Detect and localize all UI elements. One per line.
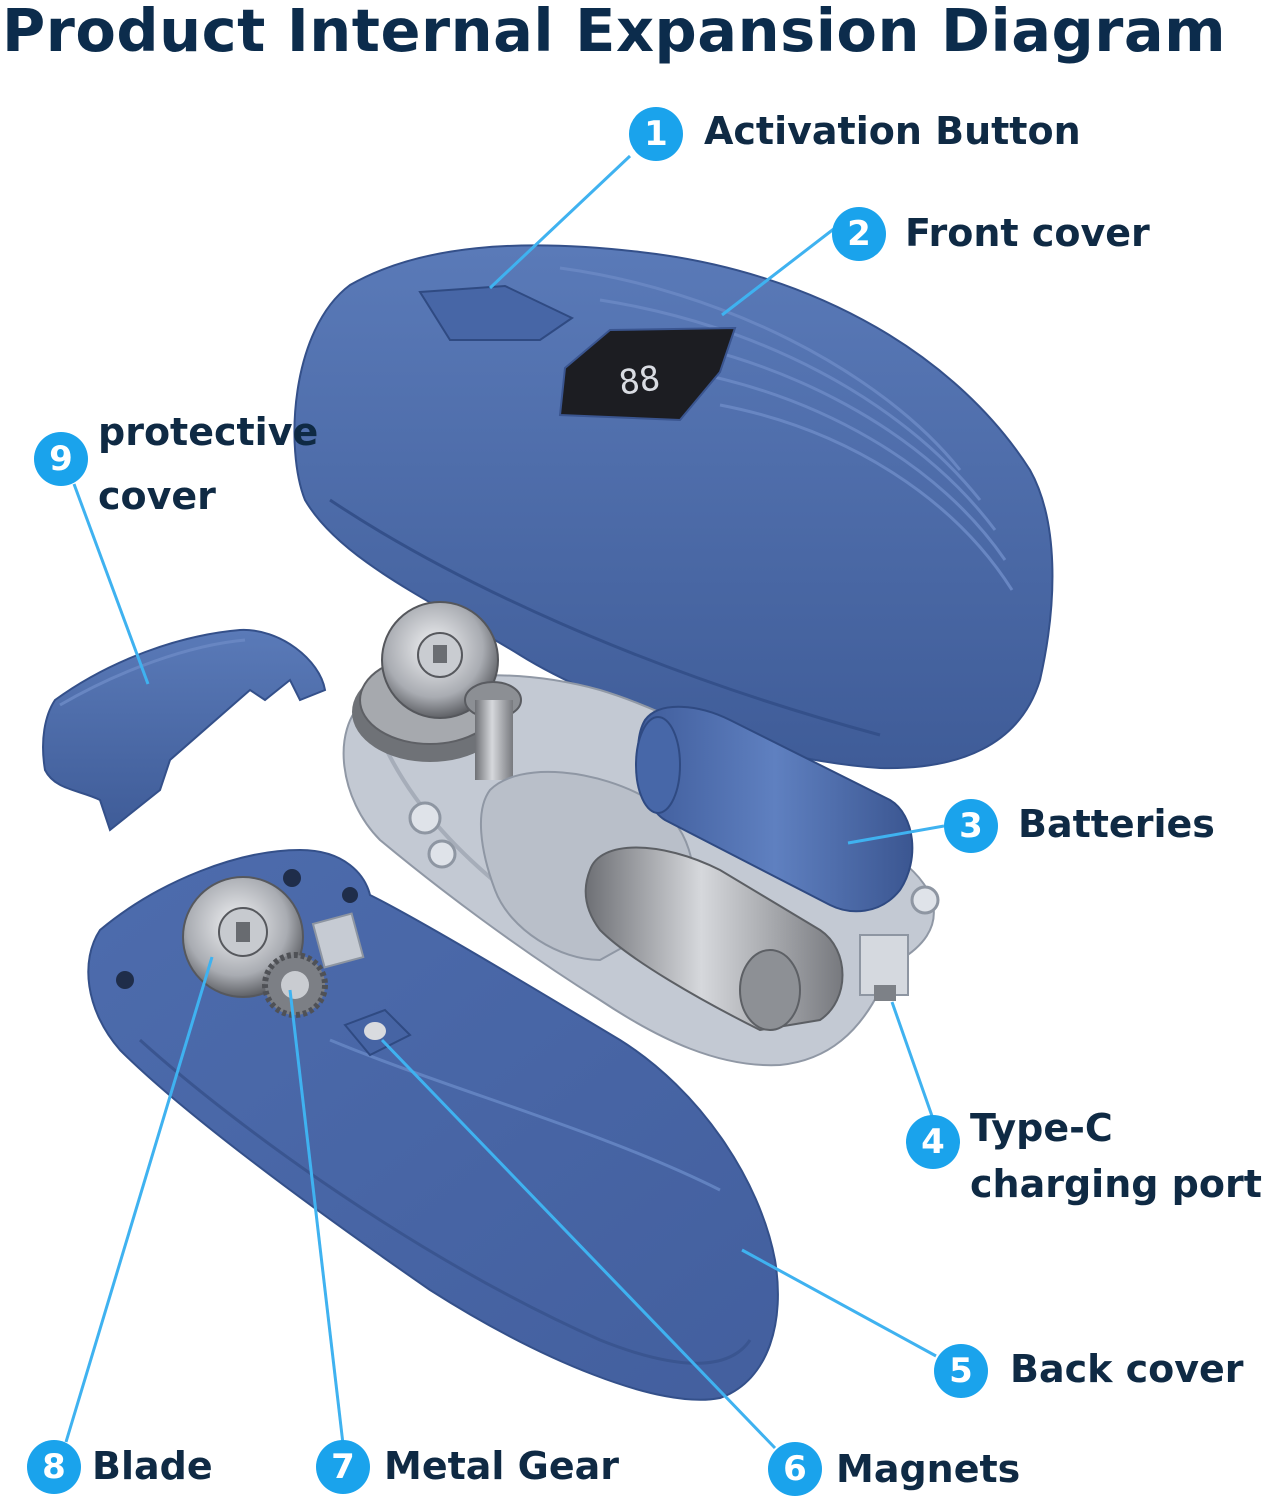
callout-badge-4: 4 [906,1115,960,1169]
callout-label-metal-gear: Metal Gear [384,1444,619,1488]
callout-badge-9: 9 [34,432,88,486]
callout-badge-3: 3 [944,799,998,853]
callout-label-batteries: Batteries [1018,802,1215,846]
page-title: Product Internal Expansion Diagram [2,0,1227,65]
leader-lines [64,154,945,1450]
callout-badge-2: 2 [832,207,886,261]
callout-label-back-cover: Back cover [1010,1347,1244,1391]
callout-badge-1: 1 [629,107,683,161]
callout-badge-8: 8 [27,1440,81,1494]
callout-badge-6: 6 [768,1442,822,1496]
callout-label-front-cover: Front cover [905,211,1150,255]
callout-badge-5: 5 [934,1344,988,1398]
callout-label-activation-button: Activation Button [704,109,1081,153]
callout-badge-7: 7 [316,1440,370,1494]
led-display [558,326,737,422]
protective-cover [42,628,327,832]
internal-frame [342,601,940,1067]
front-cover: 88 [293,244,1054,770]
callout-label-magnets: Magnets [836,1447,1021,1491]
callout-label-protective-cover: protective cover [98,410,319,518]
back-cover [87,848,779,1401]
seven-segment-display-icon: 88 [616,358,662,403]
batteries [635,705,914,913]
magnet-part [364,1022,386,1040]
callout-label-type-c-charging-port: Type-C charging port [970,1106,1262,1206]
callout-label-blade: Blade [92,1444,213,1488]
